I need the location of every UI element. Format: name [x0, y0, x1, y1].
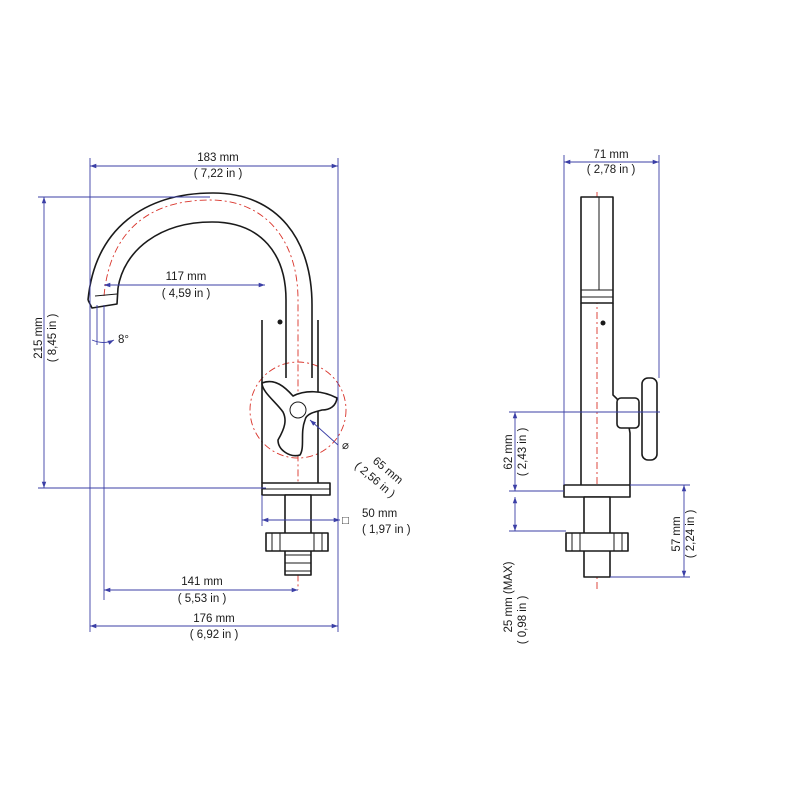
- dim-183-mm: 183 mm: [197, 152, 239, 164]
- spout-inner: [117, 221, 287, 378]
- side-spout-details: [581, 197, 613, 298]
- dim-57-mm: 57 mm: [671, 516, 683, 551]
- side-spout-head: [580, 196, 614, 304]
- dim-176-mm: 176 mm: [193, 613, 235, 625]
- dim-65-leader: [309, 419, 339, 446]
- front-view: 183 mm ( 7,22 in ) 117 mm ( 4,59 in ) 21…: [33, 152, 411, 641]
- side-lock-nut: [565, 532, 629, 552]
- dim-57-in: ( 2,24 in ): [685, 510, 697, 559]
- spout-tip-line: [94, 293, 118, 297]
- dim-215-mm: 215 mm: [33, 317, 45, 359]
- side-lock-nut-ribs: [571, 533, 623, 551]
- dim-71-mm: 71 mm: [593, 149, 628, 161]
- dim-141-mm: 141 mm: [181, 576, 223, 588]
- dim-25-in: ( 0,98 in ): [517, 596, 529, 645]
- spout-centerline: [103, 199, 299, 590]
- dim-176-in: ( 6,92 in ): [190, 629, 239, 641]
- side-aerator-dot: [600, 320, 606, 326]
- lock-nut: [265, 532, 329, 552]
- dim-183-in: ( 7,22 in ): [194, 168, 243, 180]
- side-base-flange: [563, 484, 631, 498]
- shank-thread: [285, 554, 311, 572]
- handle-cross: [261, 380, 338, 457]
- dim-angle: 8°: [118, 334, 129, 346]
- dim-117-in: ( 4,59 in ): [162, 288, 211, 300]
- dim-117-mm: 117 mm: [166, 271, 207, 283]
- spout-tip: [87, 287, 119, 309]
- aerator-dot: [277, 319, 283, 325]
- spout-outer: [87, 192, 313, 378]
- dim-215-in: ( 8,45 in ): [47, 314, 59, 363]
- side-handle-knob: [641, 377, 658, 461]
- angle-arc: [91, 339, 115, 345]
- side-view: 71 mm ( 2,78 in ) 62 mm ( 2,43 in ) 57 m…: [503, 149, 697, 644]
- dim-62-in: ( 2,43 in ): [517, 428, 529, 477]
- dim-25-mm: 25 mm (MAX): [503, 561, 515, 632]
- dim-62-mm: 62 mm: [503, 434, 515, 469]
- side-handle-stem: [616, 397, 640, 429]
- dim-65-symbol: ⌀: [342, 440, 349, 452]
- lock-nut-ribs: [271, 533, 323, 551]
- dim-50-mm: 50 mm: [362, 508, 397, 520]
- side-body: [580, 303, 631, 485]
- dim-50-in: ( 1,97 in ): [362, 524, 411, 536]
- handle-hub: [289, 401, 307, 419]
- dim-141-in: ( 5,53 in ): [178, 593, 227, 605]
- handle-circle: [249, 361, 347, 459]
- dim-50-symbol: □: [342, 515, 349, 527]
- dim-71-in: ( 2,78 in ): [587, 164, 636, 176]
